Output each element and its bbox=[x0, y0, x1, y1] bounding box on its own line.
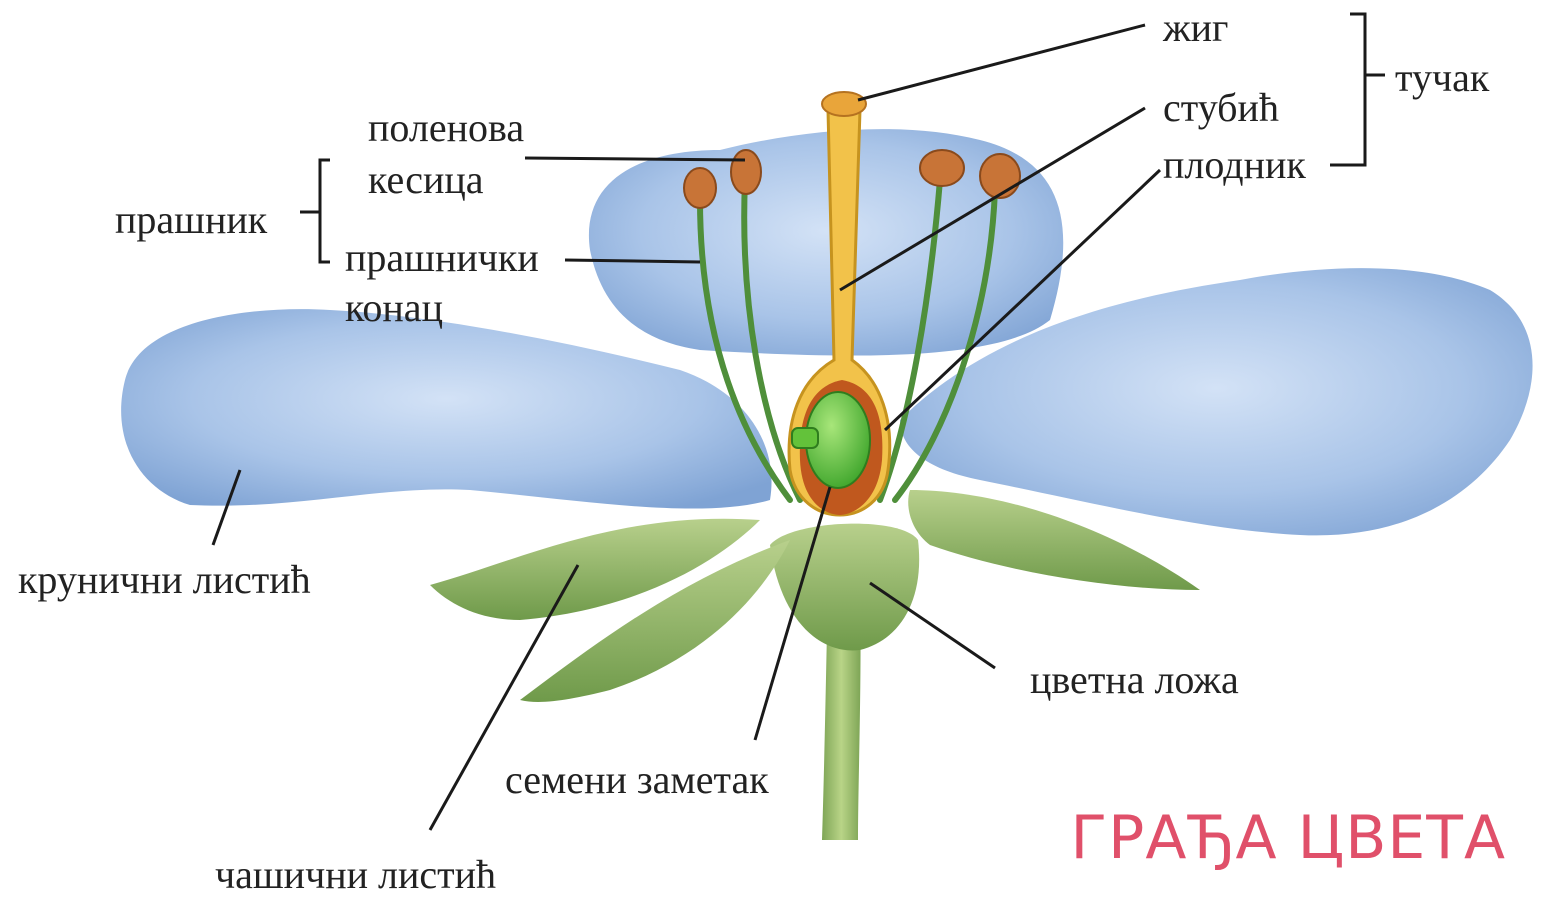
label-ovule: семени заметак bbox=[505, 760, 769, 800]
diagram-title: ГРАЂА ЦВЕТА bbox=[1071, 808, 1506, 868]
label-pollen-sac-line1: поленова bbox=[368, 108, 524, 148]
label-stigma: жиг bbox=[1163, 8, 1228, 48]
label-sepal: чашични листић bbox=[215, 855, 496, 895]
label-anther: прашник bbox=[115, 200, 267, 240]
receptacle bbox=[770, 524, 919, 651]
label-petal: крунични листић bbox=[18, 560, 311, 600]
label-pollen-sac-line2: кесица bbox=[368, 160, 484, 200]
label-receptacle: цветна ложа bbox=[1030, 660, 1239, 700]
label-pistil: тучак bbox=[1395, 58, 1489, 98]
label-filament-line1: прашнички bbox=[345, 238, 539, 278]
label-ovary: плодник bbox=[1163, 145, 1306, 185]
stigma bbox=[822, 92, 866, 116]
label-filament-line2: конац bbox=[345, 288, 443, 328]
label-style: стубић bbox=[1163, 88, 1279, 128]
